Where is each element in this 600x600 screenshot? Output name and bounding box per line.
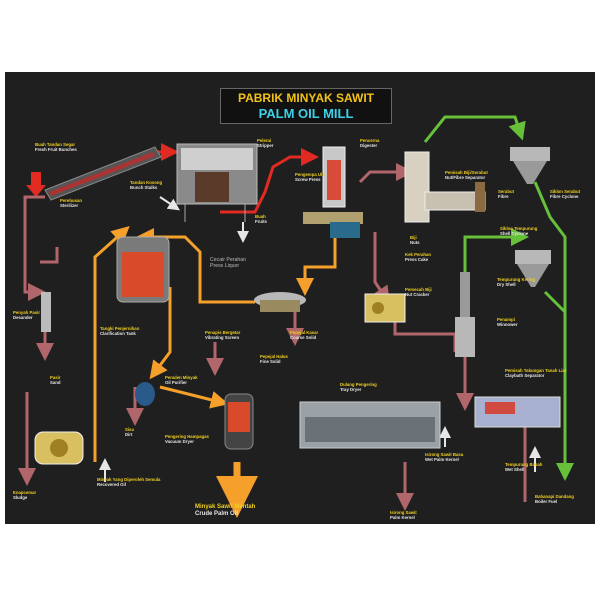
clarification-tank-unit (116, 236, 170, 303)
fibre-to-cyclone (423, 115, 526, 143)
claybath-unit (474, 396, 561, 428)
nuts-to-cracker (372, 232, 390, 305)
winnower-unit (455, 272, 475, 357)
press-cake-line (358, 163, 414, 184)
sterilizer-conveyor (44, 146, 162, 201)
digester-press (303, 146, 363, 238)
vacuum-dryer-unit (224, 393, 254, 450)
process-flow-svg (18, 115, 574, 518)
sludge-centrifuge-unit (34, 431, 84, 465)
recovered-oil-line (93, 226, 130, 462)
desander-unit (41, 292, 51, 332)
purifier-to-dryer (159, 385, 229, 409)
title-malay: PABRIK MINYAK SAWIT (237, 91, 374, 105)
fibre-cyclone-unit (510, 147, 550, 184)
boiler-fuel-line (533, 181, 574, 481)
tray-dryer-unit (299, 401, 441, 449)
white-line-2 (159, 196, 180, 211)
title-english: PALM OIL MILL (258, 106, 354, 121)
title-box: PABRIK MINYAK SAWIT PALM OIL MILL (220, 88, 392, 124)
vibrating-screen-unit (254, 292, 306, 312)
stripper-building (176, 143, 258, 222)
fruit-to-digester-line (220, 148, 319, 214)
shell-to-cyclone (463, 228, 529, 272)
nut-fibre-separator-unit (404, 151, 486, 223)
waste-to-desander (23, 247, 46, 301)
press-liquor-line (296, 222, 337, 296)
waste-line-2 (40, 247, 59, 264)
oil-purifier-unit (135, 382, 155, 406)
shell-cyclone-unit (515, 250, 551, 287)
oil-to-clarification (136, 228, 255, 304)
palm-oil-mill-diagram: PABRIK MINYAK SAWIT PALM OIL MILL Buah T… (5, 72, 595, 524)
fresh-fruit-arrow (26, 172, 46, 197)
shell-cyclone-out (543, 290, 567, 314)
clarified-to-purifier (149, 287, 172, 380)
waste-line-left (23, 195, 45, 247)
nut-cracker-unit (364, 293, 406, 323)
